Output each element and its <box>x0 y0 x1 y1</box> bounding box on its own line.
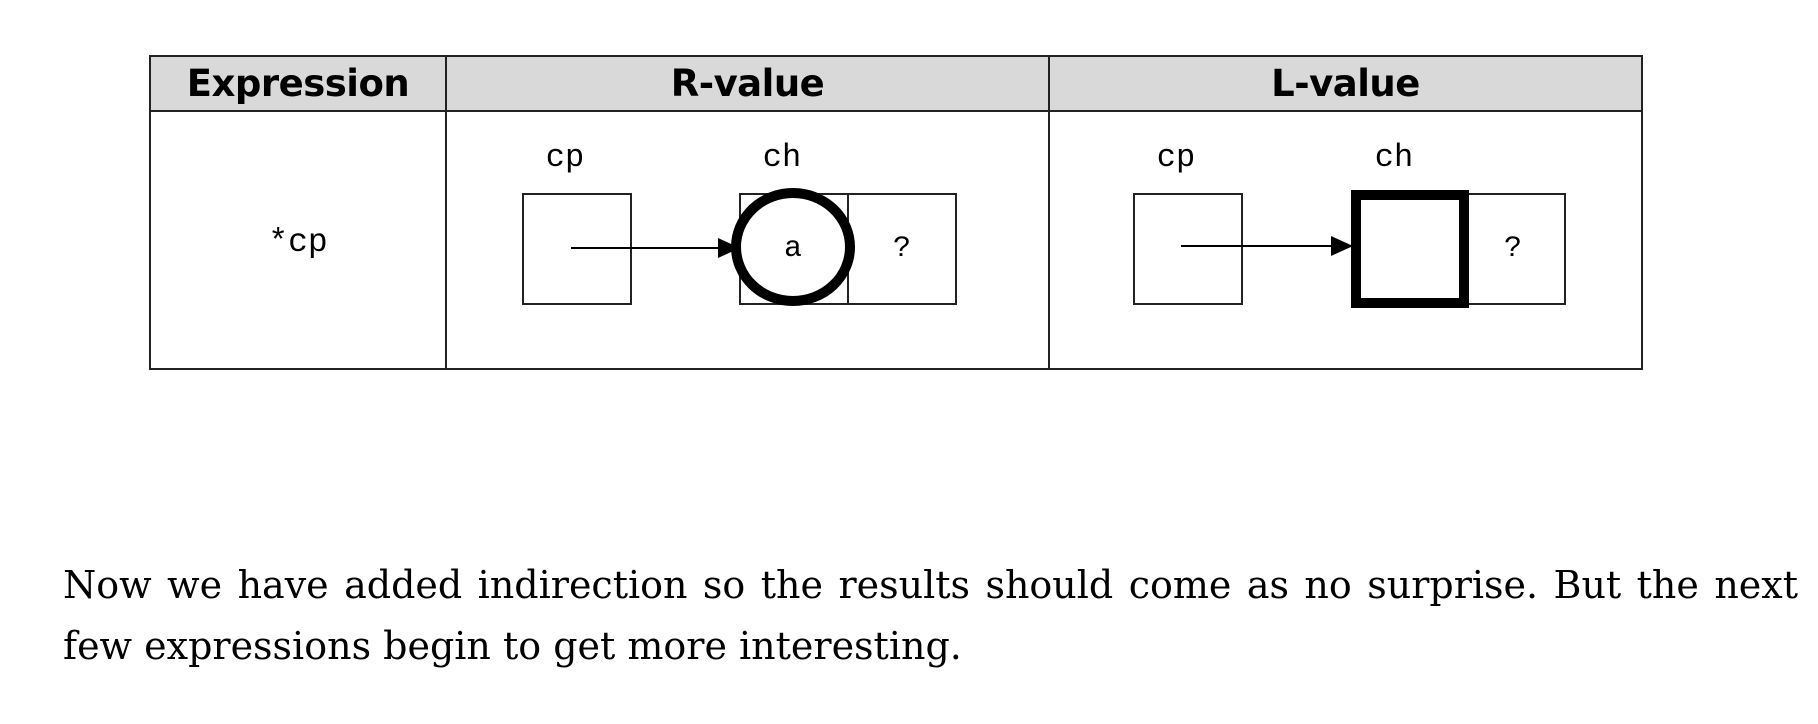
body-paragraph: Now we have added indirection so the res… <box>63 563 1798 668</box>
rvalue-circle-highlight <box>731 188 855 306</box>
pointer-arrowhead <box>1331 236 1353 256</box>
cp-label: cp <box>1157 139 1195 176</box>
rvalue-cell: cp ch a ? <box>445 110 1050 370</box>
ch-label: ch <box>763 139 801 176</box>
lvalue-diagram: cp ch ? <box>1133 139 1566 308</box>
next-value: ? <box>1504 232 1522 266</box>
expression-table: Expression R-value L-value *cp cp ch <box>149 55 1643 370</box>
header-expression: Expression <box>149 55 447 112</box>
next-value: ? <box>893 232 911 266</box>
expression-table-container: Expression R-value L-value *cp cp ch <box>149 55 1643 370</box>
cp-box <box>1133 193 1243 305</box>
pointer-arrowhead <box>718 238 740 258</box>
ch-value: a <box>784 232 802 266</box>
expression-text: *cp <box>268 224 328 261</box>
table-header-row: Expression R-value L-value <box>149 55 1643 112</box>
lvalue-box-highlight <box>1351 190 1469 308</box>
header-rvalue: R-value <box>445 55 1050 112</box>
cp-label: cp <box>546 139 584 176</box>
rvalue-diagram: cp ch a ? <box>522 139 957 306</box>
ch-label: ch <box>1375 139 1413 176</box>
table-row: *cp cp ch a ? <box>149 110 1643 370</box>
expression-cell: *cp <box>149 110 447 370</box>
header-lvalue: L-value <box>1048 55 1643 112</box>
lvalue-cell: cp ch ? <box>1048 110 1643 370</box>
